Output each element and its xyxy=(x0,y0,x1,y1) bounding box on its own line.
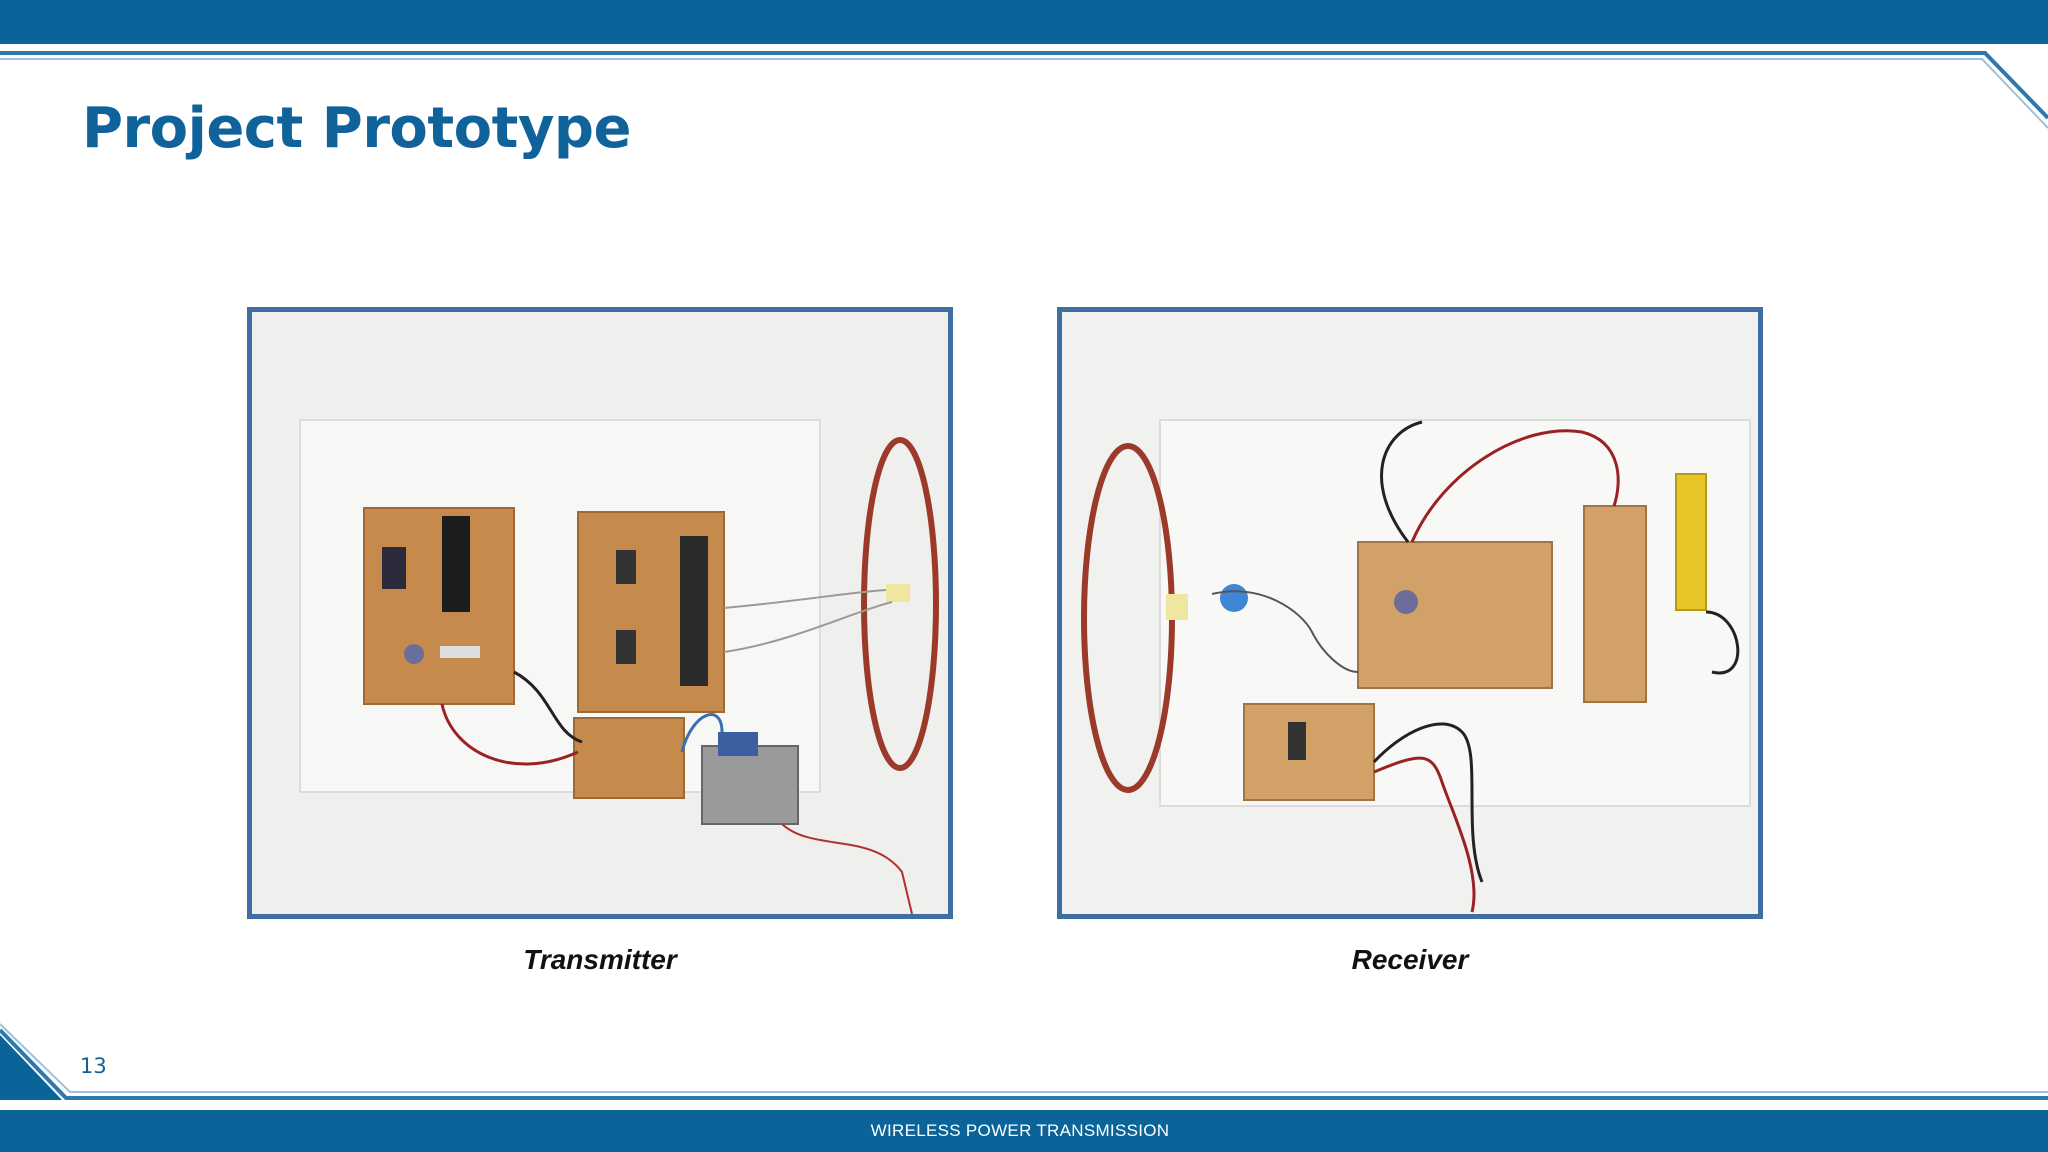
footer-line-light xyxy=(0,1023,2048,1093)
transmitter-caption: Transmitter xyxy=(523,944,677,975)
footer-corner xyxy=(0,1035,62,1100)
slide-title: Project Prototype xyxy=(82,96,631,161)
header-line xyxy=(0,51,2048,120)
receiver-caption: Receiver xyxy=(1351,944,1469,975)
header-band xyxy=(0,0,2048,44)
transmitter-photo xyxy=(247,307,953,919)
footer-title: WIRELESS POWER TRANSMISSION xyxy=(870,1121,1170,1140)
slide-number: 13 xyxy=(80,1054,107,1078)
footer-line xyxy=(0,1028,2048,1100)
receiver-photo xyxy=(1057,307,1763,919)
transmitter-circuit-illustration xyxy=(252,312,948,914)
header-line-light xyxy=(0,58,2048,129)
footer-band xyxy=(0,1110,2048,1152)
receiver-circuit-illustration xyxy=(1062,312,1758,914)
